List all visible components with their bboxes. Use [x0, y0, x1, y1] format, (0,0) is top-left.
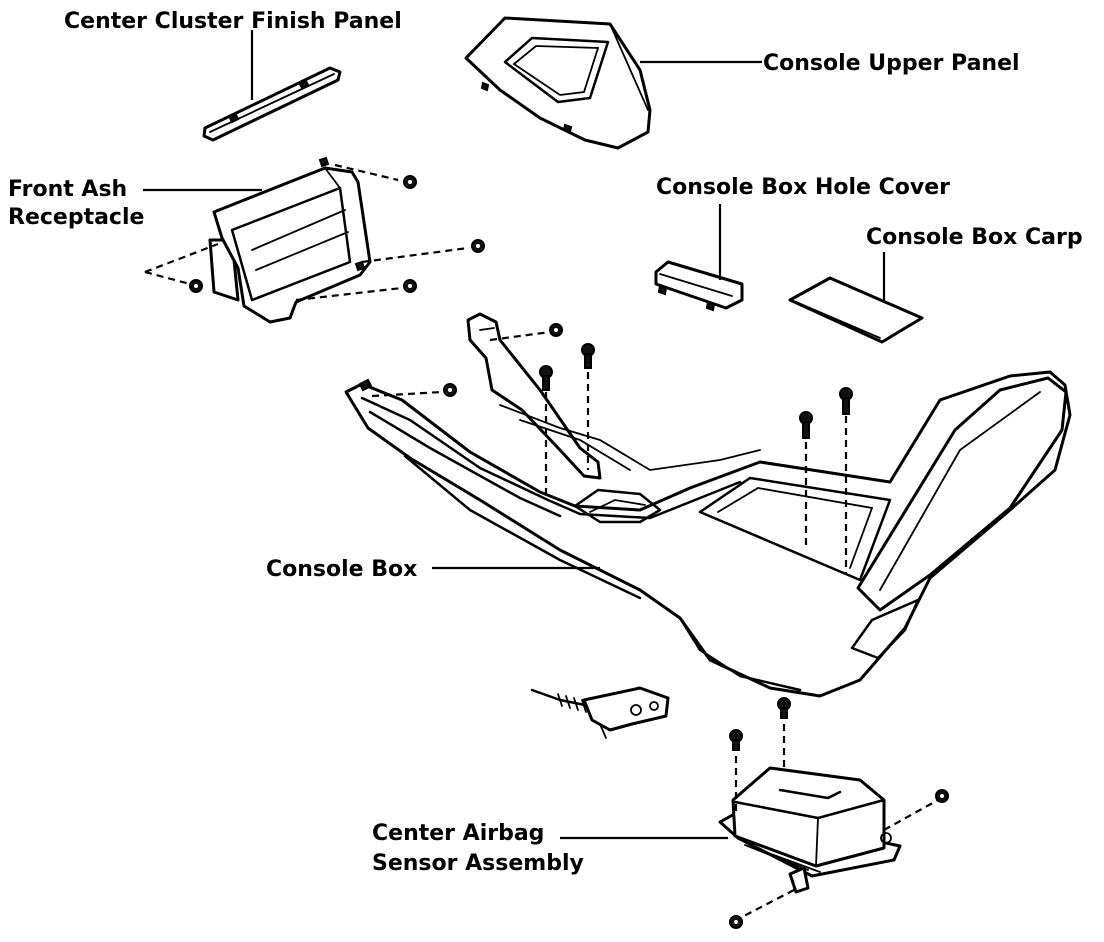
bolt-icon	[729, 729, 743, 751]
console-upper-panel	[464, 16, 652, 150]
bolt-icon	[777, 697, 791, 719]
console-box-hole-cover	[654, 260, 744, 312]
screw-icon	[403, 279, 417, 293]
console-box	[344, 312, 1072, 698]
label-console-upper-panel: Console Upper Panel	[763, 51, 1020, 76]
dash-ash-screw-tr	[334, 163, 399, 182]
dash-sensor-screw-r	[883, 799, 939, 831]
label-front-ash-receptacle-line2: Receptacle	[8, 205, 144, 230]
bolt-icon	[539, 365, 553, 391]
shift-cable-link	[530, 686, 670, 739]
bolt-icon	[799, 411, 813, 439]
label-front-ash-receptacle-line1: Front Ash	[8, 177, 127, 202]
label-console-box-hole-cover: Console Box Hole Cover	[656, 175, 950, 200]
center-cluster-finish-panel	[202, 66, 342, 142]
label-console-box: Console Box	[266, 557, 417, 582]
bolt-icon	[839, 387, 853, 415]
console-box-carp	[788, 276, 924, 344]
dash-console-bracket-screw	[489, 330, 551, 342]
bolt-icon	[581, 343, 595, 369]
dash-ash-screw-r	[361, 246, 469, 264]
screw-icon	[403, 175, 417, 189]
screw-icon	[189, 279, 203, 293]
label-center-airbag-sensor-line1: Center Airbag	[372, 821, 544, 846]
label-center-cluster-finish-panel: Center Cluster Finish Panel	[64, 9, 402, 34]
dash-sensor-screw-b	[739, 889, 795, 919]
screw-icon	[549, 323, 563, 337]
front-ash-receptacle	[208, 156, 372, 324]
screw-icon	[935, 789, 949, 803]
label-center-airbag-sensor-line2: Sensor Assembly	[372, 851, 584, 876]
screw-icon	[443, 383, 457, 397]
label-console-box-carp: Console Box Carp	[866, 225, 1083, 250]
dash-ash-screw-br	[295, 286, 403, 302]
dash-ash-screw-l	[144, 242, 219, 286]
screw-icon	[729, 915, 743, 929]
center-airbag-sensor-assembly	[718, 766, 902, 894]
screw-icon	[471, 239, 485, 253]
